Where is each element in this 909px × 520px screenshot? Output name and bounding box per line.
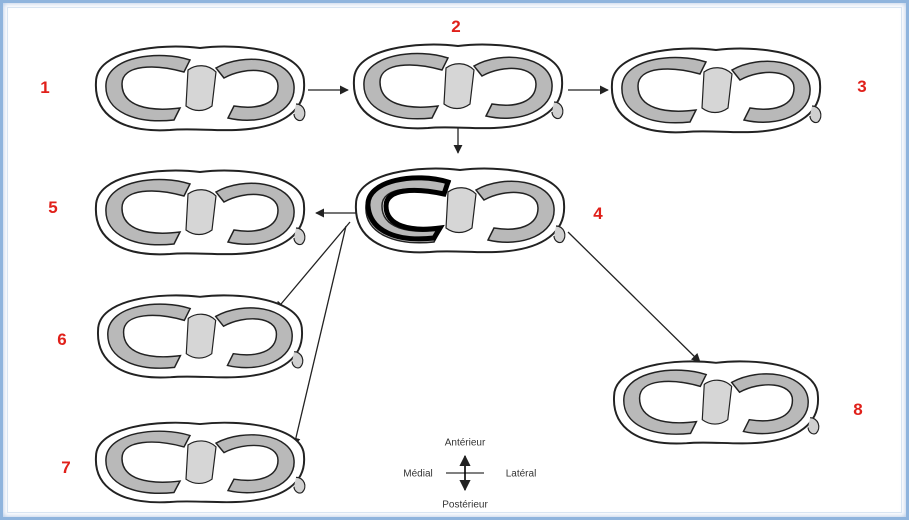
panel-number-3: 3 bbox=[857, 77, 866, 97]
anterior-label: Antérieur bbox=[445, 438, 486, 449]
arrow-4-to-8 bbox=[568, 232, 700, 362]
panel-6-meniscus bbox=[98, 295, 303, 377]
orientation-compass bbox=[446, 456, 484, 490]
posterior-label: Postérieur bbox=[442, 500, 488, 511]
panel-8-meniscus bbox=[614, 361, 819, 443]
lateral-label: Latéral bbox=[506, 469, 537, 480]
panel-5-meniscus bbox=[96, 171, 305, 255]
panel-number-6: 6 bbox=[57, 330, 66, 350]
panel-number-4: 4 bbox=[593, 204, 602, 224]
panel-number-8: 8 bbox=[853, 400, 862, 420]
panel-7-meniscus bbox=[96, 423, 305, 503]
panel-4-meniscus bbox=[356, 169, 565, 253]
panel-number-1: 1 bbox=[40, 78, 49, 98]
panel-number-5: 5 bbox=[48, 198, 57, 218]
medial-label: Médial bbox=[403, 469, 432, 480]
panel-number-2: 2 bbox=[451, 17, 460, 37]
panel-1-meniscus bbox=[96, 47, 305, 131]
panel-3-meniscus bbox=[612, 49, 821, 133]
panel-number-7: 7 bbox=[61, 458, 70, 478]
panel-2-meniscus bbox=[354, 45, 563, 129]
